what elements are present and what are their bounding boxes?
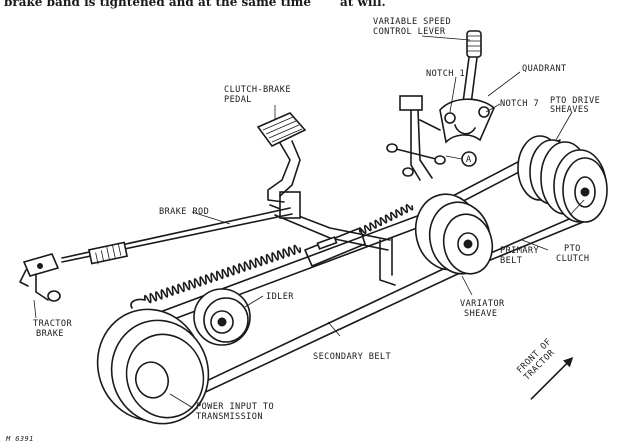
primary-belt-label-line1: PRIMARY [500,246,539,256]
variator-sheave [414,193,494,275]
variator-sheave-label-line2: SHEAVE [464,309,497,319]
clutch-brake-pedal-label-line2: PEDAL [224,95,252,105]
marker-a-text: A [466,155,472,165]
secondary-belt-label: SECONDARY BELT [313,352,391,362]
variator-sheave-label-line1: VARIATOR [460,299,505,309]
variable-speed-label-line1: VARIABLE SPEED [373,17,451,27]
pto-drive-sheaves-label-line2: SHEAVES [550,105,589,115]
notch-1-mark [444,112,456,124]
marker-a: A [445,151,477,167]
pto-clutch-label-line1: PTO [564,244,581,254]
tractor-brake-label-line1: TRACTOR [33,319,72,329]
variable-speed-label-line2: CONTROL LEVER [373,27,446,37]
brake-rod [61,207,293,265]
notch-7-label: NOTCH 7 [500,99,539,109]
brake-rod-label: BRAKE ROD [159,207,209,217]
pto-drive-sheaves-label-line1: PTO DRIVE [550,96,600,106]
notch-1-label: NOTCH 1 [426,69,465,79]
clutch-brake-pedal-label-line1: CLUTCH-BRAKE [224,85,291,95]
variator-spring [358,204,414,234]
power-input-label-line2: TRANSMISSION [196,412,263,422]
front-arrow-head-icon [563,357,574,368]
clutch-brake-pedal [256,112,307,203]
pivot-frame [269,191,396,286]
quadrant-label: QUADRANT [522,64,567,74]
notch-7-mark [478,106,490,118]
pto-clutch-label-line2: CLUTCH [556,254,589,264]
tractor-brake [19,253,61,302]
quadrant [439,98,495,144]
front-of-tractor-indicator: FRONT OF TRACTOR [515,337,574,400]
power-input-label-line1: POWER INPUT TO [196,402,274,412]
lever-linkage [386,95,446,181]
pedal-bracket [279,191,301,219]
pto-clutch [562,157,608,223]
linkage-plate [304,227,366,267]
leader-lines [33,35,585,409]
lever-knob [466,30,482,58]
header-fragment-right: at will. [340,0,386,9]
tractor-brake-label-line2: BRAKE [36,329,64,339]
front-arrow-shaft [530,359,571,400]
idler-label: IDLER [266,292,294,302]
idler-pulley [193,288,251,346]
return-spring [130,244,302,309]
header-fragment-left: brake band is tightened and at the same … [4,0,311,9]
figure-code: M 6391 [5,435,34,443]
power-input-sheave [96,308,210,425]
primary-belt-label-line2: BELT [500,256,522,266]
